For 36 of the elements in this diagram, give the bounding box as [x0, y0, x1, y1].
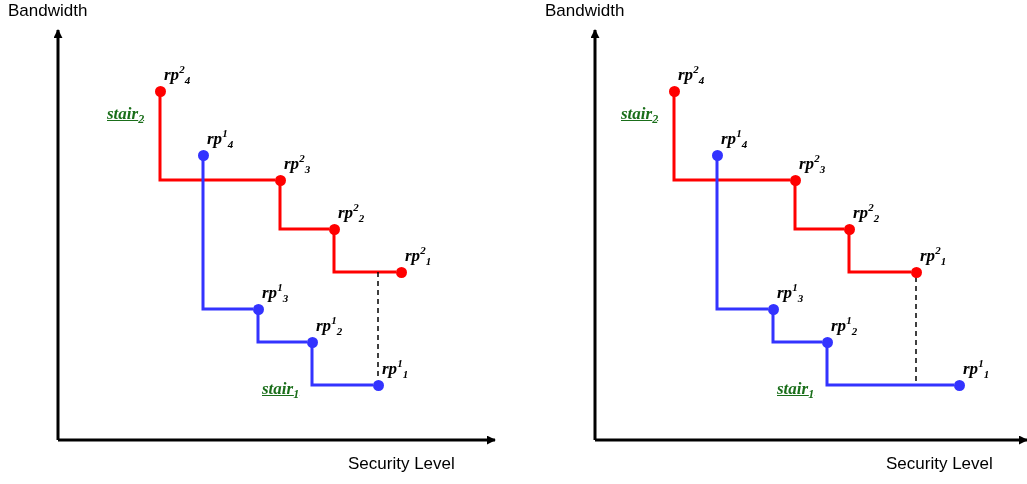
point-dot	[274, 174, 286, 186]
stair-label: stair$_{1}$	[262, 380, 300, 402]
axis-label: Security Level	[886, 455, 993, 474]
point-dot	[767, 303, 779, 315]
stair-line	[332, 234, 396, 274]
point-dot	[197, 149, 209, 161]
point-dot	[252, 303, 264, 315]
point-dot	[154, 85, 166, 97]
stair-line	[158, 96, 275, 182]
point-dot	[395, 266, 407, 278]
point-dot	[372, 379, 384, 391]
point-dot	[711, 149, 723, 161]
point-dot	[910, 266, 922, 278]
stair-label: stair$_{1}$	[777, 380, 815, 402]
stair-line	[256, 314, 307, 344]
stair-line	[201, 160, 253, 311]
point-dot	[328, 223, 340, 235]
point-dot	[843, 223, 855, 235]
axis-label: Security Level	[348, 455, 455, 474]
point-dot	[668, 85, 680, 97]
stair-label: stair$_{2}$	[621, 105, 659, 127]
axis-label: Bandwidth	[8, 2, 88, 21]
axis-label: Bandwidth	[545, 2, 625, 21]
stair-line	[825, 347, 954, 387]
stair-line	[672, 96, 790, 182]
point-dot	[821, 336, 833, 348]
stair-line	[715, 160, 768, 311]
stair-line	[771, 314, 822, 344]
stair-line	[310, 347, 373, 387]
stair-line	[278, 185, 329, 231]
point-dot	[306, 336, 318, 348]
stair-line	[793, 185, 844, 231]
point-dot	[953, 379, 965, 391]
stair-label: stair$_{2}$	[107, 105, 145, 127]
point-dot	[789, 174, 801, 186]
stair-line	[847, 234, 911, 274]
